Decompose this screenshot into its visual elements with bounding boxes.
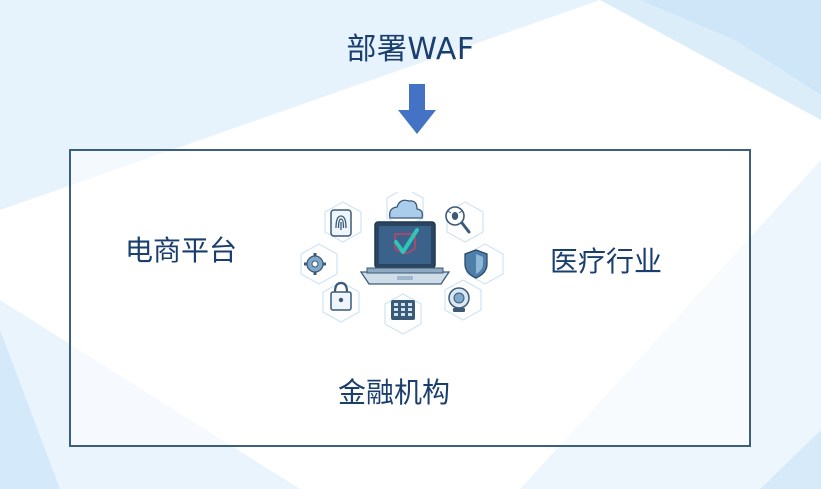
bug-search-icon — [445, 206, 471, 234]
laptop-with-check-icon — [359, 221, 451, 285]
industry-medical-label: 医疗行业 — [550, 245, 663, 278]
shield-icon — [464, 249, 488, 279]
fingerprint-icon — [330, 209, 352, 237]
industry-finance-label: 金融机构 — [338, 376, 451, 409]
padlock-icon — [330, 281, 352, 311]
deploy-waf-title: 部署WAF — [346, 32, 475, 67]
industry-ecommerce-label: 电商平台 — [125, 234, 238, 267]
security-illustration — [300, 192, 504, 335]
down-arrow-icon — [398, 84, 436, 134]
keypad-icon — [391, 300, 415, 320]
cloud-icon — [389, 199, 424, 219]
gear-icon — [304, 253, 326, 275]
webcam-icon — [448, 287, 470, 312]
